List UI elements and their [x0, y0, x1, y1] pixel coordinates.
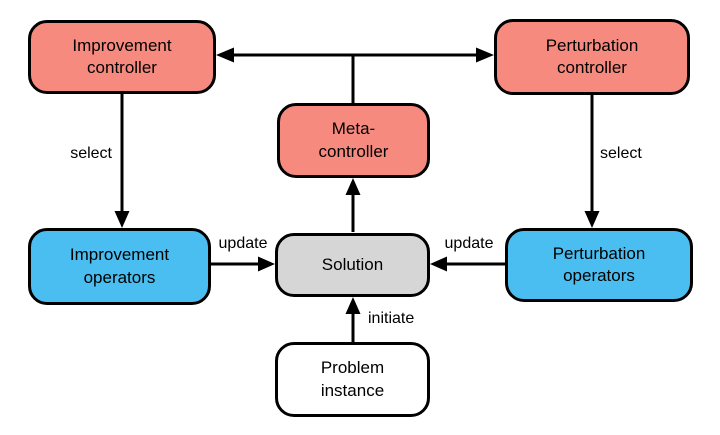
node-solution: Solution — [275, 233, 430, 297]
node-improvement-controller: Improvement controller — [28, 20, 216, 94]
edge-initiate — [345, 297, 361, 342]
node-meta-controller: Meta- controller — [277, 103, 430, 178]
node-problem-instance: Problem instance — [275, 342, 430, 417]
edge-select-left — [114, 93, 130, 228]
node-label: Perturbation controller — [545, 35, 639, 77]
node-label: Improvement operators — [69, 245, 170, 287]
node-improvement-operators: Improvement operators — [28, 228, 211, 305]
edge-update-left — [211, 256, 275, 272]
edge-solution-to-meta — [345, 178, 361, 232]
node-perturbation-operators: Perturbation operators — [505, 228, 693, 302]
arrowhead-right-icon — [258, 256, 275, 272]
arrowhead-left-icon — [430, 256, 447, 272]
edge-label-select-left: select — [70, 145, 112, 162]
arrowhead-up-icon — [345, 178, 361, 195]
node-label: Improvement controller — [72, 35, 172, 77]
edge-label-select-right: select — [600, 145, 642, 162]
node-label: Problem instance — [320, 358, 385, 400]
arrowhead-left-icon — [216, 47, 234, 63]
arrowhead-down-icon — [584, 211, 600, 228]
edge-label-initiate: initiate — [368, 310, 415, 327]
node-label: Meta- controller — [318, 119, 389, 161]
arrowhead-up-icon — [345, 297, 361, 314]
node-perturbation-controller: Perturbation controller — [494, 19, 690, 95]
edge-select-right — [584, 95, 600, 228]
edge-label-update-left: update — [218, 235, 268, 252]
arrowhead-right-icon — [476, 47, 494, 63]
edge-update-right — [430, 256, 505, 272]
node-label: Perturbation operators — [552, 243, 646, 285]
edge-controllers-link — [216, 47, 494, 63]
node-label: Solution — [321, 254, 384, 274]
arrowhead-down-icon — [114, 211, 130, 228]
edge-label-update-right: update — [444, 235, 494, 252]
